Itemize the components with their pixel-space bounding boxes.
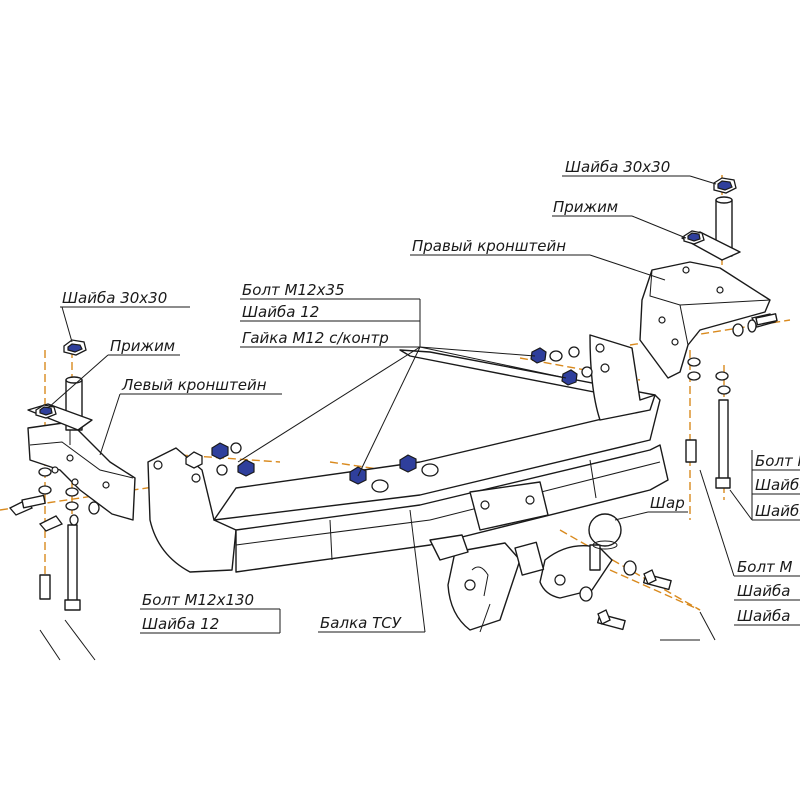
label-washer-30-left: Шайба 30х30 <box>62 289 167 307</box>
label-lower-right-3: Шайба <box>737 607 790 625</box>
label-bolt-m12x35: Болт М12х35 <box>242 281 345 299</box>
label-washer-12-bottom: Шайба 12 <box>142 615 219 633</box>
label-right-group-3: Шайба <box>755 502 800 520</box>
left-clamp <box>27 339 93 431</box>
label-clamp-left: Прижим <box>110 337 175 355</box>
leader-lines <box>39 175 800 661</box>
label-clamp-right: Прижим <box>553 198 618 216</box>
tow-ball-assembly <box>514 513 622 599</box>
label-lower-right-1: Болт М <box>737 558 793 576</box>
label-right-group-1: Болт М <box>755 452 800 470</box>
label-ball: Шар <box>650 494 685 512</box>
label-right-bracket: Правый кронштейн <box>412 237 566 255</box>
right-clamp <box>681 177 741 261</box>
label-bolt-m12x130: Болт М12х130 <box>142 591 254 609</box>
label-left-bracket: Левый кронштейн <box>121 376 267 394</box>
tow-beam <box>147 334 669 631</box>
label-lower-right-2: Шайба <box>737 582 790 600</box>
label-washer-12-mid: Шайба 12 <box>242 303 319 321</box>
label-right-group-2: Шайба <box>755 476 800 494</box>
label-beam: Балка ТСУ <box>320 614 402 632</box>
left-bracket <box>27 421 136 521</box>
label-washer-30-top: Шайба 30х30 <box>565 158 670 176</box>
right-bracket <box>639 261 771 379</box>
label-nut-m12: Гайка М12 с/контр <box>242 329 389 347</box>
ball-bolts <box>579 560 672 631</box>
left-end-fasteners <box>185 442 255 477</box>
right-end-fasteners <box>530 346 593 386</box>
callout-labels: Шайба 30х30 Прижим Правый кронштейн Болт… <box>62 158 800 633</box>
left-bolt-stack <box>8 467 100 611</box>
right-bolt-stack <box>685 313 778 489</box>
beam-center-fasteners <box>349 454 439 493</box>
